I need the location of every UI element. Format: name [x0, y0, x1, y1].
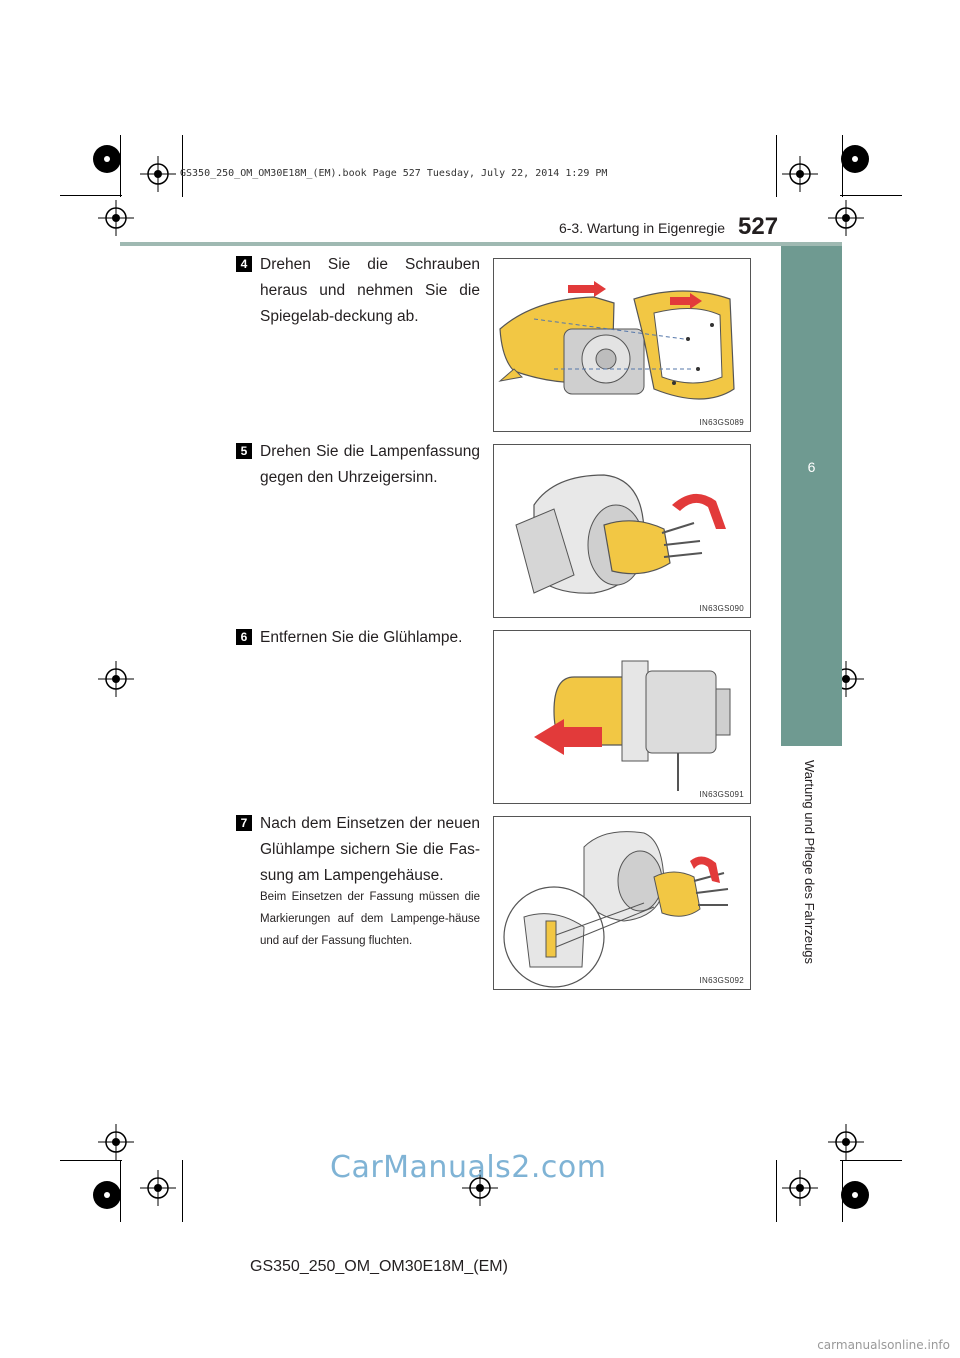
illustration-bulb: IN63GS091: [493, 630, 751, 804]
step-number-badge: 7: [236, 815, 252, 831]
step-number-badge: 5: [236, 443, 252, 459]
mirror-cover-drawing: [498, 281, 735, 400]
registration-mark-icon: [782, 156, 818, 192]
sunburst-mark-icon: [93, 145, 121, 173]
illustration-mirror-cover: IN63GS089: [493, 258, 751, 432]
illustration-socket-install: IN63GS092: [493, 816, 751, 990]
figure-code: IN63GS092: [699, 976, 744, 985]
figure-code: IN63GS091: [699, 790, 744, 799]
registration-mark-icon: [98, 1124, 134, 1160]
page-number: 527: [738, 213, 779, 240]
step-text: Drehen Sie die Schrauben heraus und nehm…: [260, 256, 480, 325]
book-info-line: GS350_250_OM_OM30E18M_(EM).book Page 527…: [180, 168, 608, 179]
watermark-secondary: carmanualsonline.info: [817, 1338, 950, 1352]
registration-mark-icon: [98, 200, 134, 236]
header-rule: [120, 242, 842, 246]
registration-mark-icon: [140, 156, 176, 192]
document-code: GS350_250_OM_OM30E18M_(EM): [250, 1258, 508, 1275]
step-number-badge: 4: [236, 256, 252, 272]
bulb-drawing: [534, 660, 731, 791]
socket-install-drawing: [503, 831, 729, 988]
registration-mark-icon: [782, 1170, 818, 1206]
sunburst-mark-icon: [93, 1181, 121, 1209]
sunburst-mark-icon: [841, 1181, 869, 1209]
registration-mark-icon: [140, 1170, 176, 1206]
registration-mark-icon: [98, 661, 134, 697]
section-title: 6-3. Wartung in Eigenregie: [558, 220, 725, 236]
figure-code: IN63GS089: [699, 418, 744, 427]
chapter-tab: 6: [781, 246, 842, 746]
registration-mark-icon: [828, 200, 864, 236]
registration-mark-icon: [462, 1170, 498, 1206]
step-text: Nach dem Einsetzen der neuen Glühlampe s…: [260, 815, 480, 884]
registration-mark-icon: [828, 1124, 864, 1160]
step-text: Entfernen Sie die Glühlampe.: [260, 629, 463, 646]
watermark: CarManuals2.com: [330, 1150, 607, 1185]
illustration-lamp-socket: IN63GS090: [493, 444, 751, 618]
step-text: Drehen Sie die Lampenfassung gegen den U…: [260, 443, 480, 486]
sunburst-mark-icon: [841, 145, 869, 173]
chapter-label: Wartung und Pflege des Fahrzeugs: [802, 760, 817, 965]
step-note: Beim Einsetzen der Fassung müssen die Ma…: [260, 891, 480, 947]
figure-code: IN63GS090: [699, 604, 744, 613]
step-number-badge: 6: [236, 629, 252, 645]
lamp-socket-drawing: [515, 474, 726, 594]
chapter-number: 6: [807, 459, 816, 475]
